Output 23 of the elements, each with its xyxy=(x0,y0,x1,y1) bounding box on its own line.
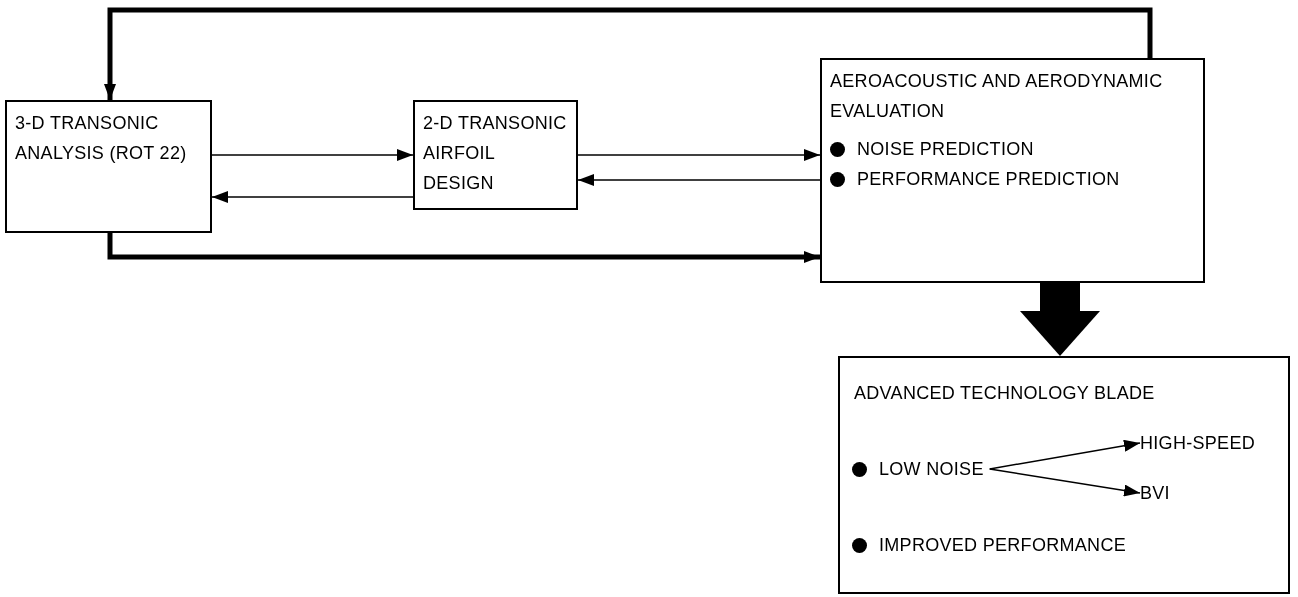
process-box xyxy=(413,100,578,210)
process-box xyxy=(5,100,212,233)
arrow xyxy=(211,191,414,203)
node-label: 2-D TRANSONIC AIRFOIL DESIGN xyxy=(423,112,568,195)
arrow xyxy=(577,149,821,161)
bullet-text: LOW NOISE xyxy=(879,458,984,481)
node-label: BVI xyxy=(1140,482,1170,505)
arrow xyxy=(988,439,1141,470)
bullet-text: NOISE PREDICTION xyxy=(857,138,1034,161)
bullet-text: PERFORMANCE PREDICTION xyxy=(857,168,1120,191)
process-box xyxy=(838,356,1290,594)
box-heading: ADVANCED TECHNOLOGY BLADE xyxy=(854,382,1155,405)
arrow xyxy=(211,149,414,161)
arrow xyxy=(107,233,820,263)
box-heading: AEROACOUSTIC AND AERODYNAMIC EVALUATION xyxy=(830,70,1164,123)
arrow xyxy=(988,468,1141,497)
arrow xyxy=(1020,283,1100,356)
bullet-text: IMPROVED PERFORMANCE xyxy=(879,534,1127,557)
process-box xyxy=(820,58,1205,283)
arrow xyxy=(577,174,821,186)
node-label: 3-D TRANSONIC ANALYSIS (ROT 22) xyxy=(15,112,188,165)
arrow xyxy=(104,7,1153,100)
node-label: HIGH-SPEED xyxy=(1140,432,1256,455)
